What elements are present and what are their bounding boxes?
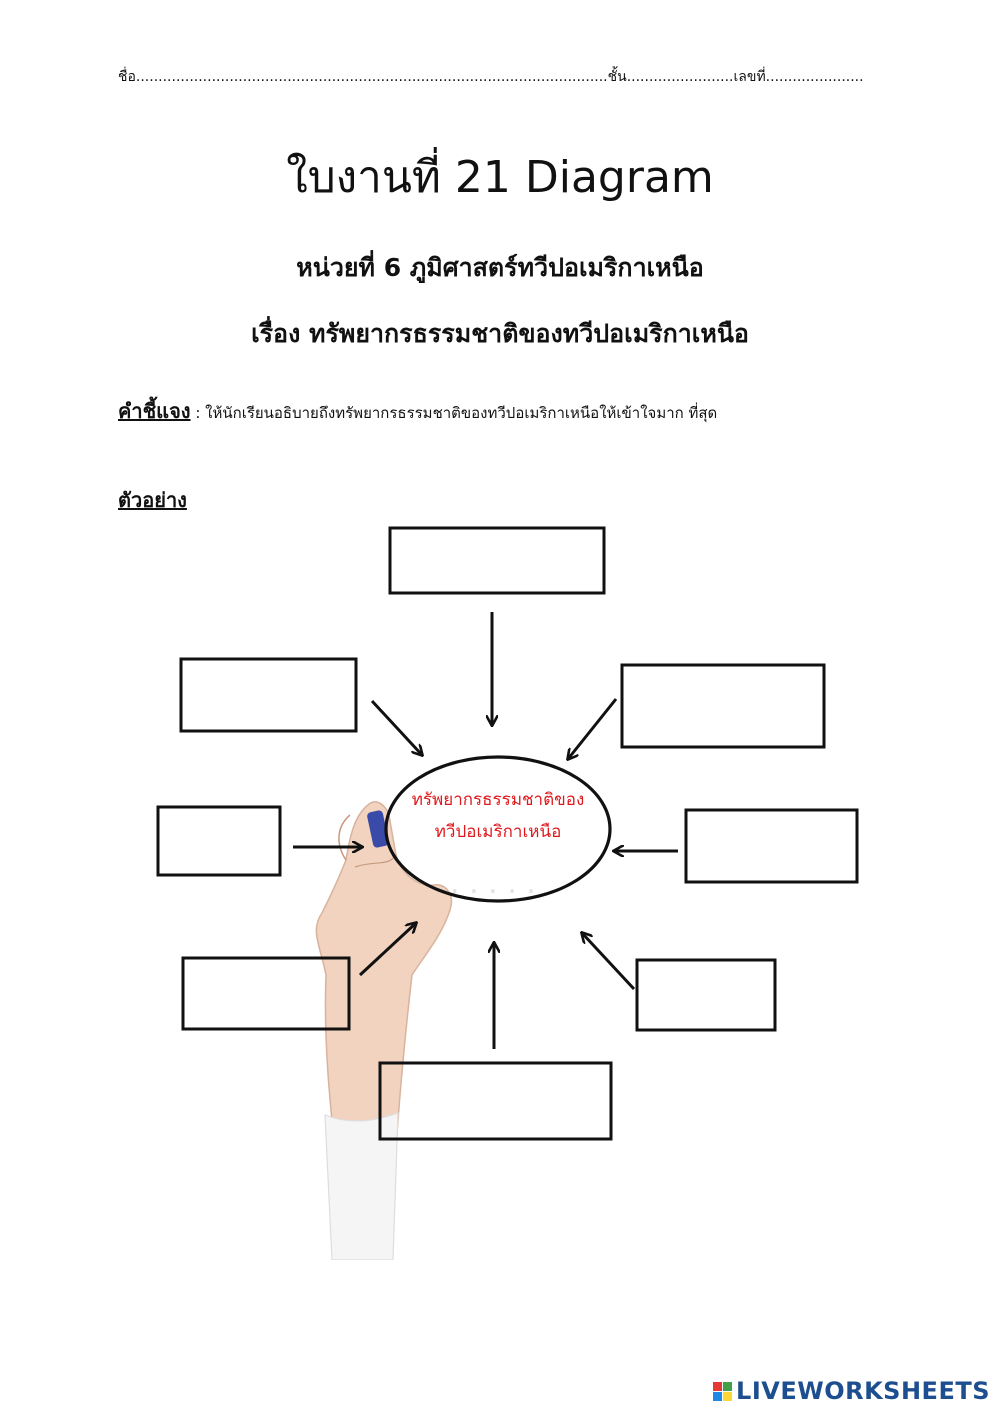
answer-box-bottom[interactable] (378, 1061, 613, 1141)
instructions-label: คำชี้แจง (118, 399, 191, 423)
mind-map-diagram: . . . . . ทรัพยากรธรรมชาติของ ทวีปอเมริก… (156, 526, 859, 1260)
instructions-text: : ให้นักเรียนอธิบายถึงทรัพยากรธรรมชาติขอ… (190, 404, 718, 422)
liveworksheets-logo: LIVEWORKSHEETS (713, 1377, 990, 1405)
center-ellipse (384, 755, 612, 903)
answer-box-middle-right[interactable] (684, 808, 859, 884)
instructions: คำชี้แจง : ให้นักเรียนอธิบายถึงทรัพยากรธ… (118, 388, 888, 436)
worksheet-title: ใบงานที่ 21 Diagram (286, 152, 714, 203)
hand-drawing-illustration (315, 801, 453, 1260)
answer-box-upper-right[interactable] (620, 663, 826, 749)
arrow-upper-left (370, 699, 422, 755)
arrow-lower-left (358, 923, 416, 977)
student-info-line: ชื่อ....................................… (118, 69, 864, 85)
answer-box-lower-left[interactable] (181, 956, 351, 1031)
answer-box-lower-right[interactable] (635, 958, 777, 1032)
unit-heading: หน่วยที่ 6 ภูมิศาสตร์ทวีปอเมริกาเหนือ (296, 253, 704, 282)
arrow-lower-right (582, 933, 636, 991)
liveworksheets-logo-text: LIVEWORKSHEETS (736, 1377, 990, 1405)
arrow-upper-right (568, 698, 618, 759)
answer-box-top[interactable] (388, 526, 606, 595)
answer-box-middle-left[interactable] (156, 805, 282, 877)
example-label: ตัวอย่าง (118, 488, 187, 512)
topic-heading: เรื่อง ทรัพยากรธรรมชาติของทวีปอเมริกาเหน… (251, 319, 749, 348)
center-label-line2: ทวีปอเมริกาเหนือ (435, 822, 562, 842)
faint-background-text: . . . . . (450, 866, 536, 901)
liveworksheets-logo-icon (713, 1381, 733, 1401)
center-label-line1: ทรัพยากรธรรมชาติของ (412, 790, 585, 810)
answer-box-upper-left[interactable] (179, 657, 358, 733)
